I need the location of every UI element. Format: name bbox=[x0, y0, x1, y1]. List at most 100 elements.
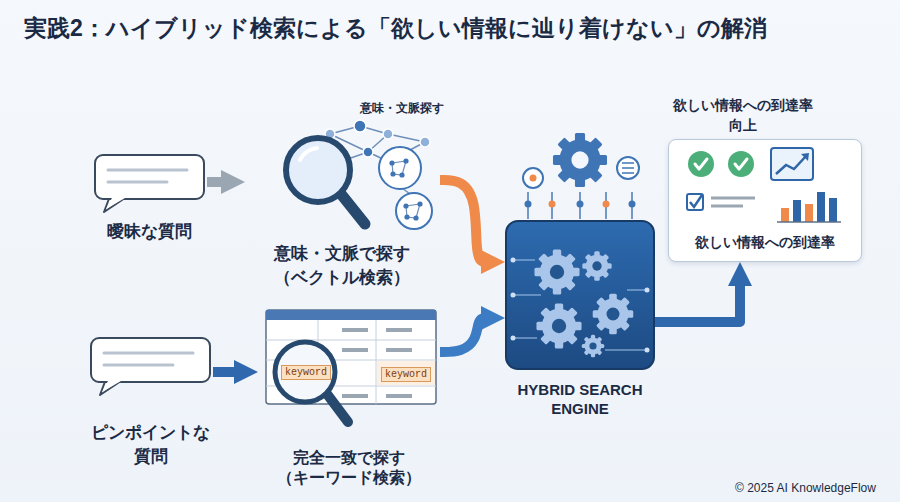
keyword-tag: keyword bbox=[381, 367, 431, 382]
mini-node bbox=[389, 160, 394, 165]
cell-bar bbox=[342, 348, 368, 352]
cell-bar bbox=[342, 394, 368, 398]
gear-hole bbox=[589, 342, 596, 349]
flow-arrow bbox=[440, 318, 487, 352]
gear-body bbox=[586, 255, 608, 277]
circuit-dot bbox=[577, 201, 584, 208]
bar bbox=[817, 192, 825, 222]
flow-arrow bbox=[440, 180, 487, 262]
cell-bar bbox=[386, 394, 412, 398]
circuit-dot bbox=[511, 293, 516, 298]
table-window bbox=[266, 310, 436, 404]
glass-shine bbox=[300, 148, 317, 160]
icon-dot bbox=[530, 175, 537, 182]
node-text: 欲しい情報への到達率 bbox=[669, 232, 861, 252]
mini-node bbox=[403, 203, 408, 208]
magnifier-handle bbox=[341, 194, 365, 224]
check-circle bbox=[728, 151, 754, 177]
magnifier-glass bbox=[286, 138, 350, 202]
gear-icon bbox=[534, 249, 579, 294]
network-node bbox=[363, 147, 373, 157]
icon-line bbox=[622, 162, 634, 164]
table-column bbox=[376, 320, 377, 404]
mini-node bbox=[399, 172, 404, 177]
gear-hole bbox=[592, 261, 601, 270]
circuit-dot bbox=[511, 336, 516, 341]
node-text: 意味・文脈で探す （ベクトル検索） bbox=[271, 242, 414, 290]
title: 実践2：ハイブリッド検索による「欲しい情報に辿り着けない」の解消 bbox=[24, 12, 767, 44]
bubble-outline bbox=[91, 338, 210, 382]
checkbox-mark bbox=[690, 195, 702, 207]
node-icon bbox=[245, 110, 440, 238]
network-node bbox=[383, 129, 393, 139]
magnifier-handle bbox=[327, 394, 348, 422]
circuit-line bbox=[513, 337, 537, 339]
trend-head bbox=[801, 153, 809, 161]
bubble-line bbox=[104, 364, 173, 367]
mini-node bbox=[390, 171, 395, 176]
icon-circle bbox=[617, 157, 639, 179]
cell-bar bbox=[386, 328, 412, 332]
engine-box bbox=[506, 221, 654, 369]
check-mark bbox=[735, 159, 747, 169]
circuit-line bbox=[605, 349, 647, 351]
gear-icon bbox=[582, 335, 605, 358]
circuit-dot bbox=[645, 348, 650, 353]
cell-bar bbox=[342, 328, 368, 332]
context-circle bbox=[379, 147, 421, 189]
node-text: HYBRID SEARCH ENGINE bbox=[505, 380, 655, 418]
bubble-line bbox=[108, 181, 167, 184]
bubble-line bbox=[108, 169, 187, 172]
search-engine: HYBRID SEARCH ENGINE bbox=[505, 220, 655, 418]
circuit-dot bbox=[511, 258, 516, 263]
circuit-dot bbox=[629, 201, 636, 208]
node-icon bbox=[505, 220, 655, 370]
gear-hole bbox=[550, 265, 564, 279]
node-icon bbox=[92, 152, 207, 216]
cell-bar bbox=[386, 348, 412, 352]
circuit-line bbox=[513, 294, 541, 296]
bubble-outline bbox=[95, 155, 204, 199]
question-bubble: 曖昧な質問 bbox=[92, 152, 207, 244]
gear-hole bbox=[552, 319, 566, 333]
gear-body bbox=[540, 255, 574, 289]
gear-body bbox=[584, 337, 601, 354]
dashboard-card: 欲しい情報への到達率 bbox=[668, 139, 862, 262]
gear-icon bbox=[593, 294, 634, 335]
keyword-search: 完全一致で探す （キーワード検索） bbox=[258, 308, 440, 488]
gear-hole bbox=[571, 151, 588, 168]
network-node bbox=[354, 120, 366, 132]
keyword-tag: keyword bbox=[281, 365, 331, 380]
result-dashboard: 欲しい情報への到達率 向上欲しい情報への到達率 bbox=[668, 95, 862, 262]
dashboard-icons bbox=[669, 140, 860, 230]
trend-line bbox=[776, 155, 807, 174]
flow-arrow bbox=[655, 280, 740, 322]
table-header bbox=[266, 310, 436, 320]
circuit-dot bbox=[525, 201, 532, 208]
bubble-tail-patch bbox=[106, 198, 125, 209]
gear-body bbox=[598, 299, 629, 330]
node-text: ピンポイントな 質問 bbox=[88, 421, 214, 469]
list-line bbox=[711, 197, 755, 200]
check-circle bbox=[688, 151, 714, 177]
icon-line bbox=[622, 167, 634, 169]
gear-hole bbox=[607, 308, 620, 321]
node-icon bbox=[88, 335, 213, 401]
icon-line bbox=[622, 172, 634, 174]
gear-body bbox=[542, 309, 576, 343]
table-row bbox=[266, 340, 436, 341]
check-mark bbox=[695, 159, 707, 169]
node-text: 曖昧な質問 bbox=[92, 220, 207, 244]
chart-icon bbox=[771, 148, 813, 180]
bar bbox=[829, 198, 837, 222]
network-node bbox=[420, 137, 430, 147]
cell-highlight bbox=[377, 361, 435, 385]
bar bbox=[805, 204, 813, 222]
vector-search: 意味・文脈で探す （ベクトル検索） bbox=[245, 110, 440, 290]
gear-icon bbox=[582, 251, 611, 280]
mini-node bbox=[413, 215, 418, 220]
magnifier-glass bbox=[275, 342, 335, 402]
flow-arrow bbox=[213, 367, 240, 377]
question-bubble: ピンポイントな 質問 bbox=[88, 335, 213, 469]
